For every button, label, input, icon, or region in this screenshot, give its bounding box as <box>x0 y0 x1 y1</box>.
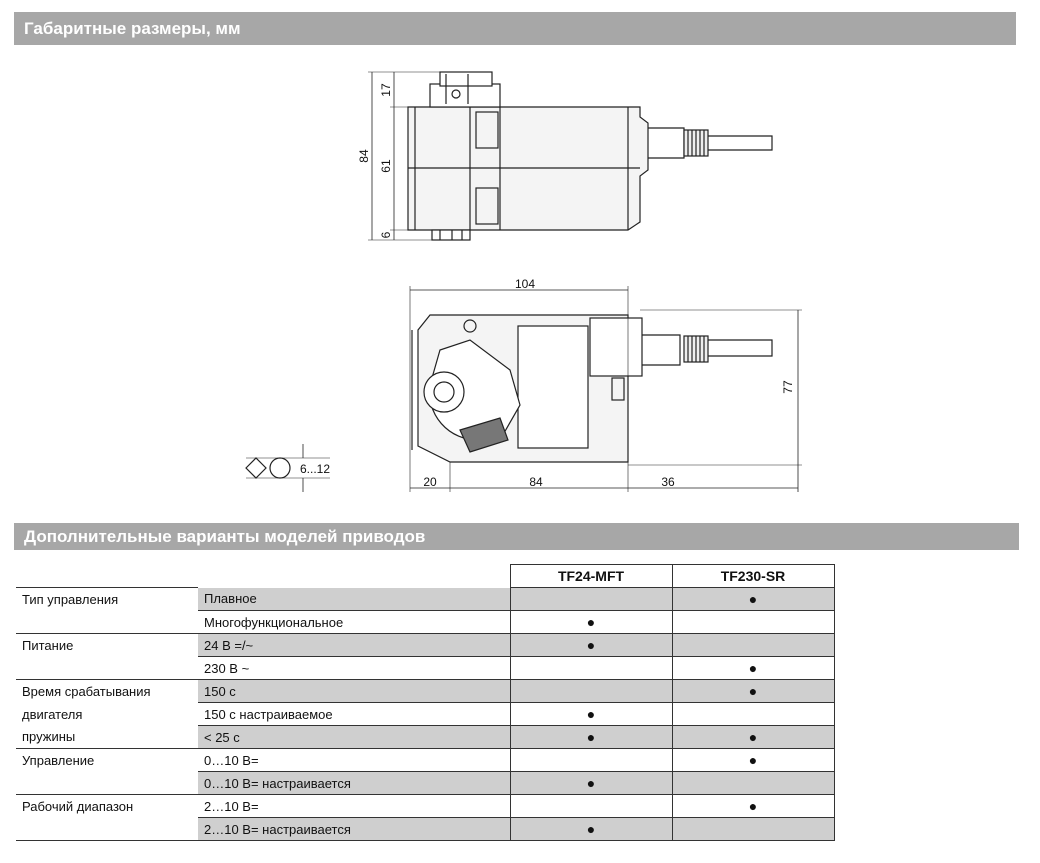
shaft-range-label: 6...12 <box>300 462 330 476</box>
mark-cell-tf24-mft: ● <box>509 771 673 795</box>
row-group-label <box>16 656 198 680</box>
table-header-row: TF24-MFT TF230-SR <box>16 564 835 588</box>
dim-top-height: 77 <box>781 380 795 394</box>
row-group-label <box>16 817 198 841</box>
row-group-label: пружины <box>16 725 198 749</box>
row-option-label: Плавное <box>198 587 510 611</box>
row-group-label: Управление <box>16 748 198 772</box>
row-group-label: Время срабатывания <box>16 679 198 703</box>
row-group-label: Питание <box>16 633 198 657</box>
row-group-label: двигателя <box>16 702 198 726</box>
mark-cell-tf230-sr: ● <box>671 587 835 611</box>
section-title-dimensions: Габаритные размеры, мм <box>14 12 1016 45</box>
dim-top-right: 36 <box>661 475 675 489</box>
mark-cell-tf24-mft <box>509 794 673 818</box>
row-group-label: Рабочий диапазон <box>16 794 198 818</box>
table-row: 2…10 В= настраивается● <box>16 817 835 841</box>
table-row: 230 В ~ ● <box>16 656 835 680</box>
mark-cell-tf24-mft: ● <box>509 725 673 749</box>
table-row: 0…10 В= настраивается● <box>16 771 835 795</box>
mark-cell-tf24-mft <box>509 587 673 611</box>
mark-cell-tf24-mft: ● <box>509 817 673 841</box>
row-option-label: 230 В ~ <box>198 656 510 680</box>
row-option-label: 150 с настраиваемое <box>198 702 510 726</box>
mark-cell-tf24-mft: ● <box>509 702 673 726</box>
mark-cell-tf230-sr: ● <box>671 656 835 680</box>
row-group-label: Тип управления <box>16 587 198 611</box>
table-row: Многофункциональное● <box>16 610 835 634</box>
header-empty-cell <box>16 565 198 588</box>
mark-cell-tf24-mft: ● <box>509 633 673 657</box>
dimension-drawing: 84 17 61 6 <box>245 71 802 492</box>
dim-side-top: 17 <box>379 83 393 97</box>
row-option-label: 2…10 В= настраивается <box>198 817 510 841</box>
mark-cell-tf230-sr <box>671 702 835 726</box>
mark-cell-tf230-sr: ● <box>671 748 835 772</box>
row-option-label: < 25 с <box>198 725 510 749</box>
top-view <box>245 286 802 492</box>
mark-cell-tf230-sr: ● <box>671 725 835 749</box>
row-option-label: 24 В =/~ <box>198 633 510 657</box>
dim-top-left: 20 <box>423 475 437 489</box>
side-view <box>368 71 773 241</box>
row-option-label: 0…10 В= <box>198 748 510 772</box>
mark-cell-tf24-mft <box>509 656 673 680</box>
row-group-label <box>16 771 198 795</box>
row-option-label: 0…10 В= настраивается <box>198 771 510 795</box>
dim-side-body: 61 <box>379 159 393 173</box>
dim-side-total: 84 <box>357 149 371 163</box>
row-option-label: 2…10 В= <box>198 794 510 818</box>
table-row: пружины< 25 с●● <box>16 725 835 749</box>
dim-side-bottom: 6 <box>379 231 393 238</box>
model-header-tf230-sr: TF230-SR <box>671 564 835 588</box>
mark-cell-tf24-mft <box>509 679 673 703</box>
mark-cell-tf230-sr: ● <box>671 794 835 818</box>
mark-cell-tf230-sr <box>671 771 835 795</box>
mark-cell-tf24-mft: ● <box>509 610 673 634</box>
mark-cell-tf230-sr <box>671 633 835 657</box>
model-header-tf24-mft: TF24-MFT <box>509 564 673 588</box>
dim-top-mid: 84 <box>529 475 543 489</box>
section-title-variants: Дополнительные варианты моделей приводов <box>14 523 1019 550</box>
dim-top-width: 104 <box>515 277 535 291</box>
mark-cell-tf230-sr <box>671 610 835 634</box>
mark-cell-tf24-mft <box>509 748 673 772</box>
mark-cell-tf230-sr <box>671 817 835 841</box>
row-option-label: 150 с <box>198 679 510 703</box>
row-option-label: Многофункциональное <box>198 610 510 634</box>
mark-cell-tf230-sr: ● <box>671 679 835 703</box>
header-empty-cell <box>198 565 510 588</box>
row-group-label <box>16 610 198 634</box>
